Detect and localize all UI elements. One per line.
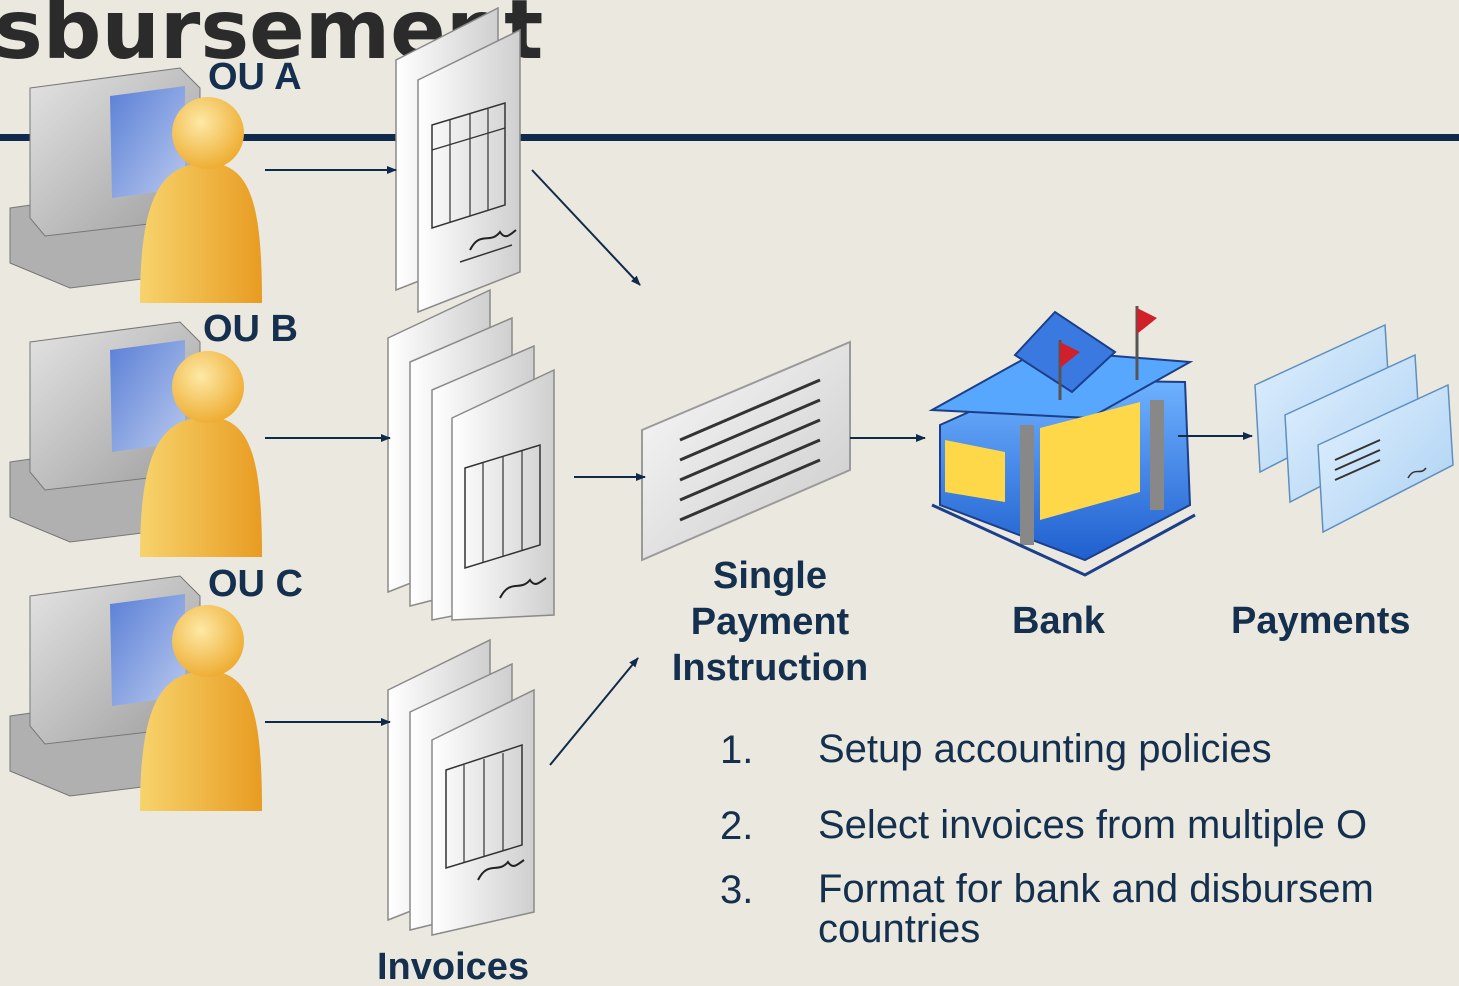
computer-icon [9,67,201,289]
workstation-ou-c [9,575,262,811]
workstation-ou-b [9,321,262,557]
invoice-document-icon [395,6,521,314]
title-rule [0,134,1459,141]
invoice-document-icon [431,688,535,936]
step-text: Format for bank and disbursem [818,867,1374,911]
label-ou-a: OU A [208,56,302,98]
arrow-invoices-a-to-instruction [531,169,641,286]
arrow-invoices-c-to-instruction [549,657,639,766]
label-ou-c: OU C [208,563,303,605]
bank-building-icon [928,306,1196,577]
step-number: 1. [720,728,754,772]
label-payments: Payments [1231,600,1411,642]
person-icon [140,97,262,303]
label-ou-b: OU B [203,308,298,350]
payment-instruction-icon [641,340,851,562]
workstation-ou-a [9,67,262,303]
flow-arrows [265,166,1253,766]
label-bank: Bank [1012,600,1105,642]
label-single-payment-instruction: Single Payment Instruction [650,553,890,691]
step-text: Setup accounting policies [818,727,1272,771]
step-text-continued: countries [818,907,981,951]
label-line: Instruction [671,647,869,689]
invoice-document-icon [451,368,555,621]
invoice-stack-ou-c [387,638,535,936]
label-line: Single [712,555,828,597]
label-invoices: Invoices [377,946,530,986]
person-icon [140,605,262,811]
label-line: Payment [690,601,850,643]
computer-icon [9,575,201,797]
step-number: 2. [720,804,754,848]
person-icon [140,351,262,557]
step-number: 3. [720,868,754,912]
invoice-stack-ou-a [395,6,521,314]
invoice-stack-ou-b [387,288,555,621]
payments-cheques-icon [1254,323,1454,534]
step-text: Select invoices from multiple O [818,803,1368,847]
